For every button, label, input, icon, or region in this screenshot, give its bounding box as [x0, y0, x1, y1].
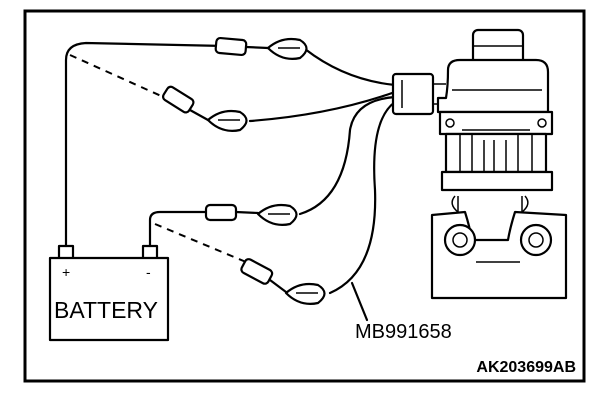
wire-tool-lead [328, 100, 397, 295]
wire-top-to-connector [303, 47, 397, 87]
battery-plus-sign: + [62, 264, 70, 280]
wire-dashed-lower [154, 223, 247, 263]
clip-lead-second [161, 85, 248, 132]
alligator-clip [256, 203, 298, 226]
wire-second-to-connector [248, 90, 397, 123]
alligator-clip [206, 109, 248, 132]
battery-body [48, 256, 170, 342]
clip-lead-third [204, 203, 298, 226]
egr-valve [430, 28, 568, 300]
figure-code: AK203699AB [476, 359, 576, 376]
wire-battery-minus [148, 210, 212, 248]
label-leader [350, 281, 369, 322]
connector-sleeve [214, 36, 248, 57]
alligator-clip [266, 37, 308, 60]
wire-third-to-connector [298, 95, 397, 216]
harness-connector [391, 72, 446, 116]
battery-label: BATTERY [54, 297, 158, 323]
connector-sleeve [161, 85, 195, 114]
clip-lead-bottom [240, 258, 326, 305]
connector-sleeve [240, 258, 274, 285]
wire-dashed-upper [69, 54, 171, 101]
clip-lead-top [214, 36, 308, 60]
wire-battery-plus-top [64, 41, 227, 248]
battery: + - BATTERY [48, 244, 170, 342]
battery-minus-sign: - [146, 264, 151, 280]
tool-label: MB991658 [355, 321, 452, 343]
connector-sleeve [204, 203, 238, 222]
alligator-clip [284, 282, 326, 305]
